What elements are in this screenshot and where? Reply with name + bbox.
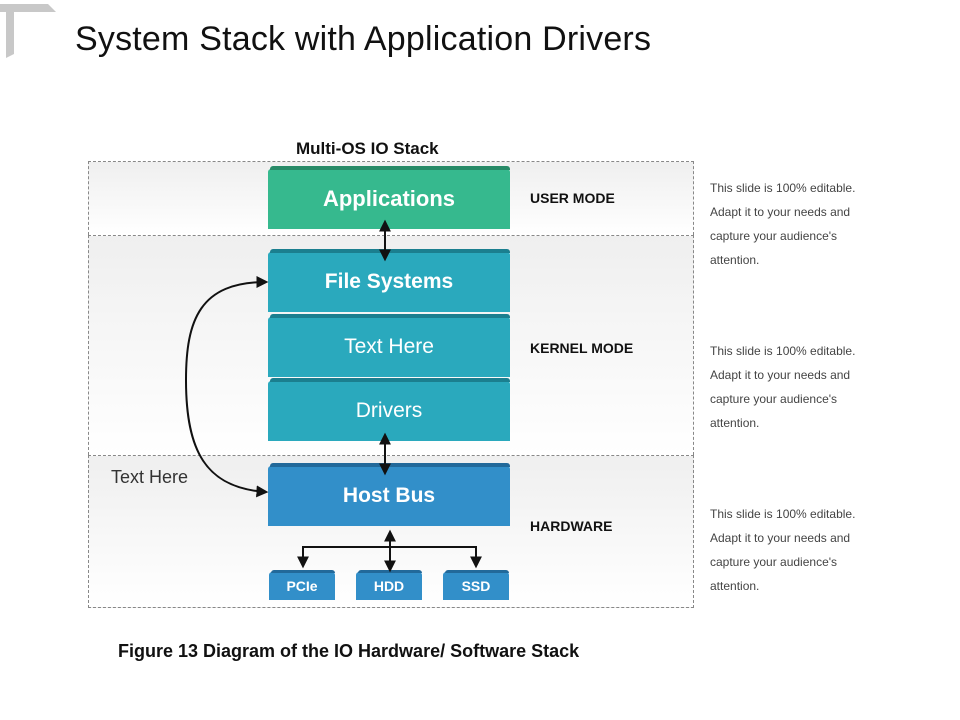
hardware-label: HARDWARE	[530, 518, 613, 534]
figure-caption: Figure 13 Diagram of the IO Hardware/ So…	[118, 641, 580, 661]
file-systems-label: File Systems	[324, 270, 454, 293]
file-systems-layer: File Systems	[268, 249, 510, 312]
hdd-device: HDD	[356, 570, 422, 600]
kernel-mode-label: KERNEL MODE	[530, 340, 634, 356]
side-note-kernel: This slide is 100% editable. Adapt it to…	[710, 344, 856, 430]
page-title: System Stack with Application Drivers	[75, 20, 652, 58]
curved-arrow-label: Text Here	[111, 467, 189, 487]
drivers-layer: Drivers	[268, 378, 510, 441]
pcie-label: PCIe	[286, 578, 318, 594]
side-note-hardware: This slide is 100% editable. Adapt it to…	[710, 507, 856, 593]
host-bus-layer: Host Bus	[268, 463, 510, 526]
stack-title: Multi-OS IO Stack	[296, 139, 439, 158]
side-note-user: This slide is 100% editable. Adapt it to…	[710, 181, 856, 267]
host-bus-label: Host Bus	[342, 484, 436, 507]
text-here-label: Text Here	[344, 335, 434, 358]
pcie-device: PCIe	[269, 570, 335, 600]
corner-decoration	[0, 4, 56, 58]
ssd-device: SSD	[443, 570, 509, 600]
ssd-label: SSD	[461, 578, 491, 594]
applications-layer: Applications	[268, 166, 510, 229]
applications-label: Applications	[322, 186, 455, 211]
hdd-label: HDD	[373, 578, 405, 594]
text-here-layer: Text Here	[268, 314, 510, 377]
drivers-label: Drivers	[355, 399, 423, 422]
user-mode-label: USER MODE	[530, 190, 615, 206]
